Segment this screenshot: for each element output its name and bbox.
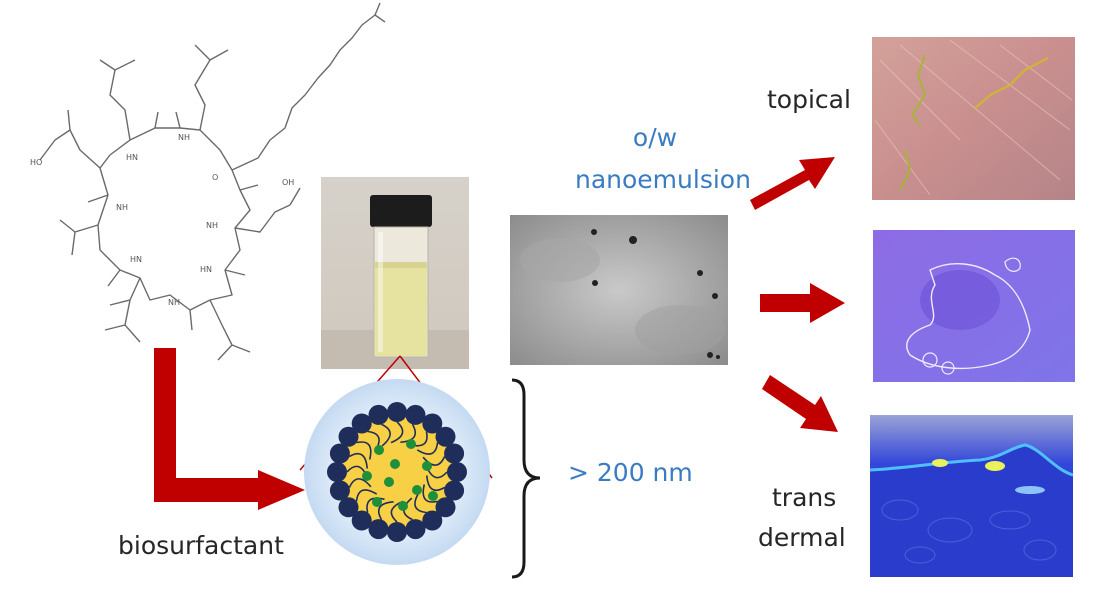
encapsulated-drug-dot [398,501,408,511]
label-nanoemulsion: nanoemulsion [575,165,751,194]
arrow-to-middle [760,283,845,323]
nanodroplet-icon [304,379,490,565]
fluorescence-skin-micrograph-icon [873,230,1075,382]
encapsulated-drug-dot [384,477,394,487]
surfactant-headgroup [387,402,407,422]
molecule-structure-icon [39,2,386,361]
surfactant-headgroup [405,404,426,425]
label-size: > 200 nm [568,458,693,487]
label-topical: topical [767,85,851,114]
surfactant-tail [422,456,446,466]
size-brace [511,378,541,579]
surfactant-headgroup [444,443,465,464]
surfactant-headgroup [447,462,467,482]
vial-photo-icon [321,177,469,369]
surfactant-headgroup [329,480,350,501]
skin-cross-section-micrograph-icon [869,415,1074,577]
encapsulated-drug-dot [412,485,422,495]
surfactant-tail [348,478,372,488]
surfactant-headgroup [387,522,407,542]
label-dermal: dermal [758,523,846,552]
surfactant-headgroup [405,519,426,540]
surfactant-tail [414,491,427,514]
encapsulated-drug-dot [372,497,382,507]
encapsulated-drug-dot [374,445,384,455]
biosurfactant-arrow [154,348,305,510]
surfactant-tail [416,442,439,455]
label-trans: trans [772,483,837,512]
surfactant-tail [422,484,438,503]
tem-micrograph-icon [510,215,728,365]
label-biosurfactant: biosurfactant [118,531,284,560]
arrow-to-topical [750,157,835,210]
surfactant-tail [400,424,416,443]
surfactant-tail [366,497,385,513]
surfactant-headgroup [422,413,443,434]
surfactant-tail [426,475,445,491]
surfactant-headgroup [435,426,456,447]
encapsulated-drug-dot [390,459,400,469]
surfactant-tail [349,453,368,469]
arrow-to-transdermal [762,375,838,432]
svg-text:NH: NH [178,133,190,142]
encapsulated-drug-dot [406,439,416,449]
surfactant-headgroup [422,510,443,531]
surfactant-tail [355,489,378,502]
surfactant-tail [378,501,394,520]
svg-text:HN: HN [130,255,142,264]
surfactant-tail [390,421,404,444]
surfactant-tail [356,441,372,460]
svg-text:NH: NH [168,298,180,307]
surfactant-headgroup [338,497,359,518]
surfactant-headgroup [368,404,389,425]
svg-text:OH: OH [282,178,294,187]
surfactant-headgroup [327,462,347,482]
svg-text:NH: NH [116,203,128,212]
surfactant-headgroup [444,480,465,501]
svg-text:HN: HN [126,153,138,162]
encapsulated-drug-dot [428,491,438,501]
surfactant-headgroup [368,519,389,540]
svg-text:NH: NH [206,221,218,230]
encapsulated-drug-dot [422,461,432,471]
surfactant-headgroup [329,443,350,464]
surfactant-headgroup [338,426,359,447]
label-ow: o/w [632,123,678,152]
svg-text:HN: HN [200,265,212,274]
surfactant-headgroup [351,510,372,531]
svg-text:HO: HO [30,158,42,167]
encapsulated-drug-dot [362,471,372,481]
svg-text:O: O [212,173,218,182]
skin-surface-micrograph-icon [872,37,1075,200]
surfactant-headgroup [435,497,456,518]
molecule-atom-labels: HO NH HN NH NH HN O NH HN OH [30,133,294,307]
surfactant-headgroup [351,413,372,434]
surfactant-tail [381,423,391,447]
